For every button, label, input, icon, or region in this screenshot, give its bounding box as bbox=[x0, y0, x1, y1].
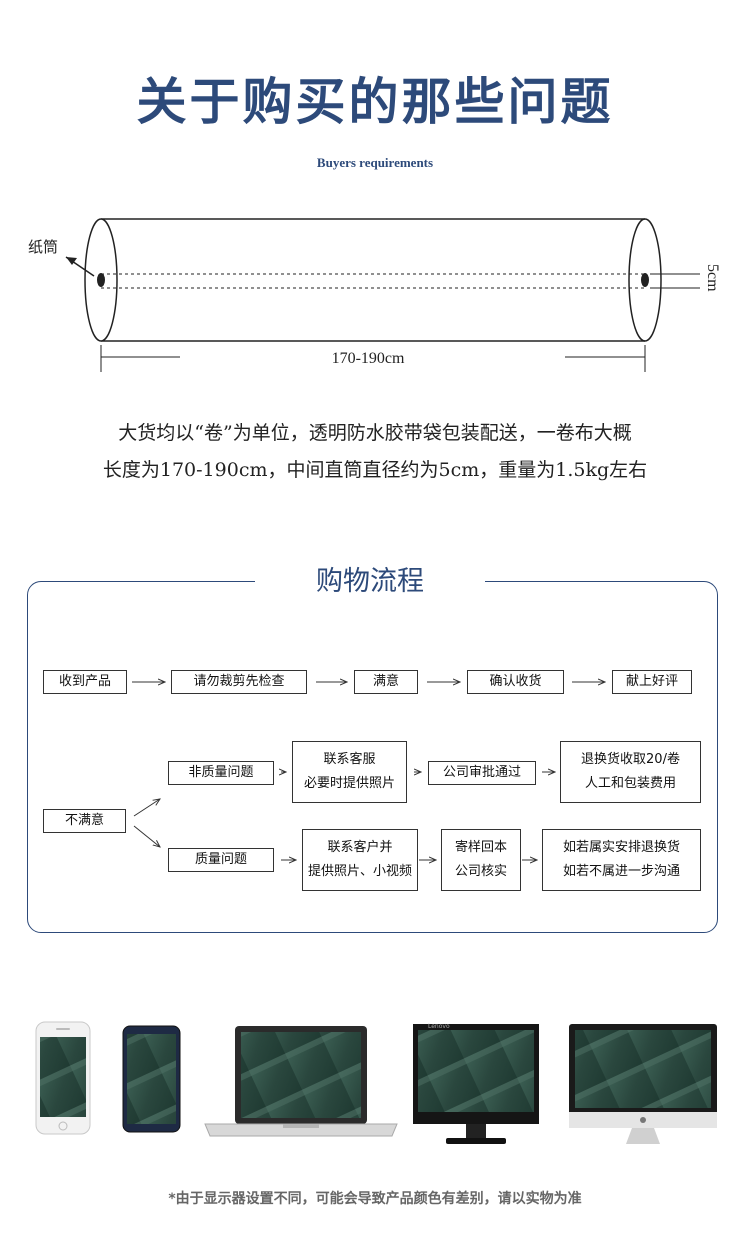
nq-exchange-fee: 退换货收取20/卷 人工和包装费用 bbox=[560, 741, 701, 803]
apple-logo-icon bbox=[640, 1117, 646, 1123]
step-inspect-first: 请勿裁剪先检查 bbox=[171, 670, 307, 694]
q-contact-with-media-line-1: 联系客户并 bbox=[327, 840, 393, 855]
q-exchange-decision-line-1: 如若属实安排退换货 bbox=[562, 840, 680, 855]
page-subtitle: Buyers requirements bbox=[316, 155, 434, 170]
tube-label: 纸筒 bbox=[28, 238, 58, 256]
step-unsatisfied: 不满意 bbox=[43, 809, 126, 833]
fabric-roll-diagram: 纸筒 170-190cm 5cm bbox=[28, 218, 721, 372]
laptop-icon bbox=[204, 1026, 398, 1137]
tube-pointer-arrowhead bbox=[66, 257, 77, 265]
display-disclaimer: *由于显示器设置不同，可能会导致产品颜色有差别，请以实物为准 bbox=[168, 1191, 582, 1207]
arrow-to-quality bbox=[133, 825, 160, 847]
diameter-label: 5cm bbox=[704, 264, 721, 292]
nq-exchange-fee-line-1: 退换货收取20/卷 bbox=[581, 752, 680, 767]
quality-issue: 质量问题 bbox=[168, 848, 274, 872]
monitor-icon: Lenovo bbox=[413, 1023, 539, 1144]
q-exchange-decision-line-2: 如若不属进一步沟通 bbox=[562, 864, 680, 879]
step-receive-product: 收到产品 bbox=[43, 670, 127, 694]
arrow-to-non-quality bbox=[133, 799, 160, 817]
q-send-sample: 寄样回本 公司核实 bbox=[441, 829, 521, 891]
q-contact-with-media: 联系客户并 提供照片、小视频 bbox=[302, 829, 418, 891]
monitor-brand: Lenovo bbox=[428, 1023, 450, 1030]
roll-right-end bbox=[628, 218, 662, 342]
tube-hole-left bbox=[97, 273, 105, 287]
q-send-sample-line-1: 寄样回本 bbox=[454, 840, 507, 855]
length-label: 170-190cm bbox=[332, 350, 405, 367]
step-confirm-receipt: 确认收货 bbox=[467, 670, 564, 694]
tube-hole-right bbox=[641, 273, 649, 287]
non-quality-issue: 非质量问题 bbox=[168, 761, 274, 785]
page-title: 关于购买的那些问题 bbox=[136, 73, 614, 131]
q-contact-with-media-line-2: 提供照片、小视频 bbox=[307, 864, 412, 879]
nq-exchange-fee-line-2: 人工和包装费用 bbox=[584, 776, 676, 791]
q-exchange-decision: 如若属实安排退换货 如若不属进一步沟通 bbox=[542, 829, 701, 891]
nq-contact-service-line-1: 联系客服 bbox=[323, 752, 376, 767]
description-line-2: 长度为170-190cm，中间直筒直径约为5cm，重量为1.5kg左右 bbox=[102, 459, 648, 481]
device-preview-row: Lenovo bbox=[35, 1021, 717, 1144]
q-send-sample-line-2: 公司核实 bbox=[454, 864, 507, 879]
nq-contact-service-line-2: 必要时提供照片 bbox=[303, 776, 395, 791]
dark-phone-icon bbox=[122, 1025, 181, 1133]
nq-company-approval: 公司审批通过 bbox=[428, 761, 536, 785]
nq-contact-service: 联系客服 必要时提供照片 bbox=[292, 741, 407, 803]
description-line-1: 大货均以“卷”为单位，透明防水胶带袋包装配送，一卷布大概 bbox=[118, 422, 632, 444]
step-good-review: 献上好评 bbox=[612, 670, 692, 694]
white-phone-icon bbox=[35, 1021, 91, 1135]
step-satisfied: 满意 bbox=[354, 670, 418, 694]
flow-title: 购物流程 bbox=[255, 562, 485, 602]
desktop-computer-icon bbox=[569, 1024, 717, 1144]
